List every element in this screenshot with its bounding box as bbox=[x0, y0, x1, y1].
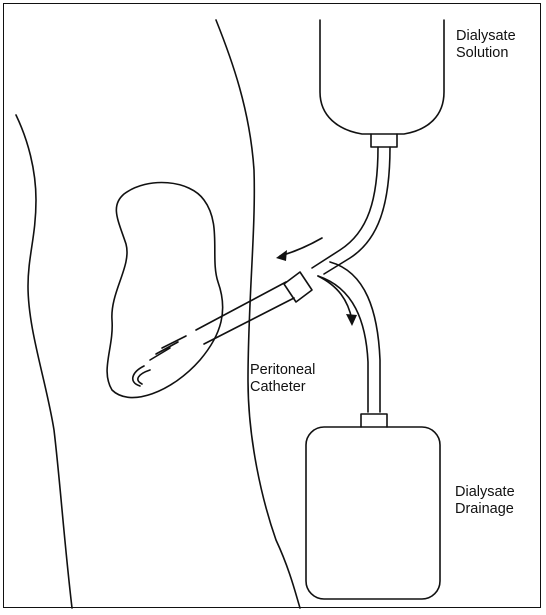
drainage-tube-outer-wall bbox=[330, 262, 380, 412]
dialysate-solution-label: Dialysate Solution bbox=[456, 28, 516, 62]
dialysate-drainage-bag bbox=[306, 427, 440, 599]
dialysate-solution-bag bbox=[320, 20, 444, 134]
body-front-outline bbox=[16, 115, 72, 608]
peritoneal-catheter-label: Peritoneal Catheter bbox=[250, 362, 315, 396]
drainage-bag-connector bbox=[361, 414, 387, 427]
dialysate-solution-label-line2: Solution bbox=[456, 45, 516, 62]
inflow-tube-left-wall bbox=[312, 147, 378, 268]
outflow-arrowhead bbox=[346, 314, 357, 326]
catheter-clamp bbox=[284, 272, 312, 302]
body-back-outline bbox=[216, 20, 300, 608]
dialysate-drainage-label: Dialysate Drainage bbox=[455, 484, 515, 518]
catheter-inside-segment bbox=[150, 336, 186, 360]
peritoneal-catheter-label-line1: Peritoneal bbox=[250, 362, 315, 379]
peritoneal-catheter-label-line2: Catheter bbox=[250, 379, 315, 396]
dialysate-solution-label-line1: Dialysate bbox=[456, 28, 516, 45]
catheter-tip-swirl bbox=[133, 366, 150, 386]
catheter-upper-wall bbox=[196, 282, 286, 330]
inflow-arrowhead bbox=[276, 250, 287, 261]
inflow-tube-right-wall bbox=[324, 147, 390, 274]
dialysate-drainage-label-line2: Drainage bbox=[455, 501, 515, 518]
outflow-direction-arrow bbox=[318, 276, 352, 320]
solution-bag-connector bbox=[371, 134, 397, 147]
peritoneal-cavity-outline bbox=[107, 183, 223, 398]
dialysate-drainage-label-line1: Dialysate bbox=[455, 484, 515, 501]
